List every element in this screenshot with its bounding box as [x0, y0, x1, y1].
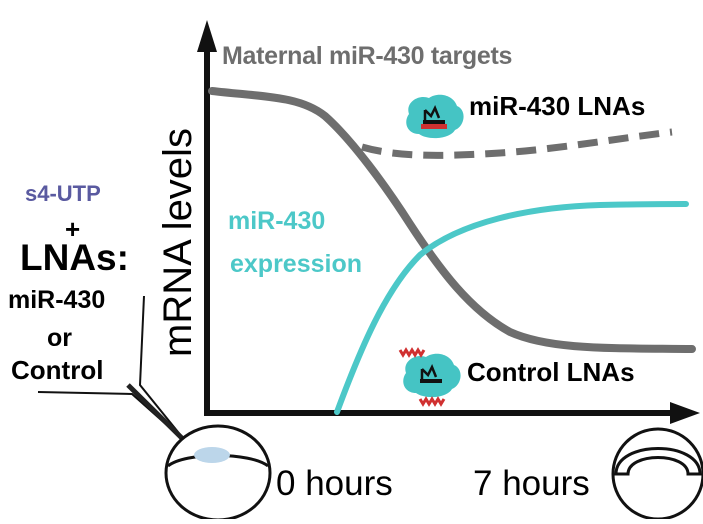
y-axis-label: mRNA levels: [156, 128, 200, 357]
lna-control-complex-icon: [403, 353, 461, 398]
y-axis-arrowhead: [197, 20, 217, 52]
control-lnas-label: Control LNAs: [467, 357, 635, 387]
free-lna-icon: [398, 347, 426, 358]
mir430-expression-label-1: miR-430: [228, 207, 326, 235]
mir430-expression-label-2: expression: [230, 250, 363, 278]
lna-complex-icon: [406, 94, 464, 139]
time-end-label: 7 hours: [473, 464, 590, 503]
time-start-label: 0 hours: [276, 464, 393, 503]
axes: [197, 20, 700, 424]
plus-label: +: [65, 214, 81, 244]
embryo-0h-icon: [164, 424, 272, 522]
x-axis-arrowhead: [670, 402, 700, 424]
injection-control-label: Control: [11, 355, 104, 385]
lnas-heading: LNAs:: [20, 237, 129, 278]
maternal-targets-title: Maternal miR-430 targets: [222, 42, 513, 70]
s4utp-label: s4-UTP: [25, 181, 101, 206]
mir430-lnas-label: miR-430 LNAs: [469, 91, 646, 121]
injection-or-label: or: [47, 324, 72, 352]
maternal-targets-lna-curve: [361, 128, 673, 159]
embryo-7h-icon: [611, 427, 703, 521]
injection-mir430-label: miR-430: [8, 286, 106, 314]
maternal-targets-control-curve: [208, 87, 696, 353]
free-lna-icon-2: [418, 396, 446, 407]
mir430-expression-curve: [334, 201, 689, 415]
